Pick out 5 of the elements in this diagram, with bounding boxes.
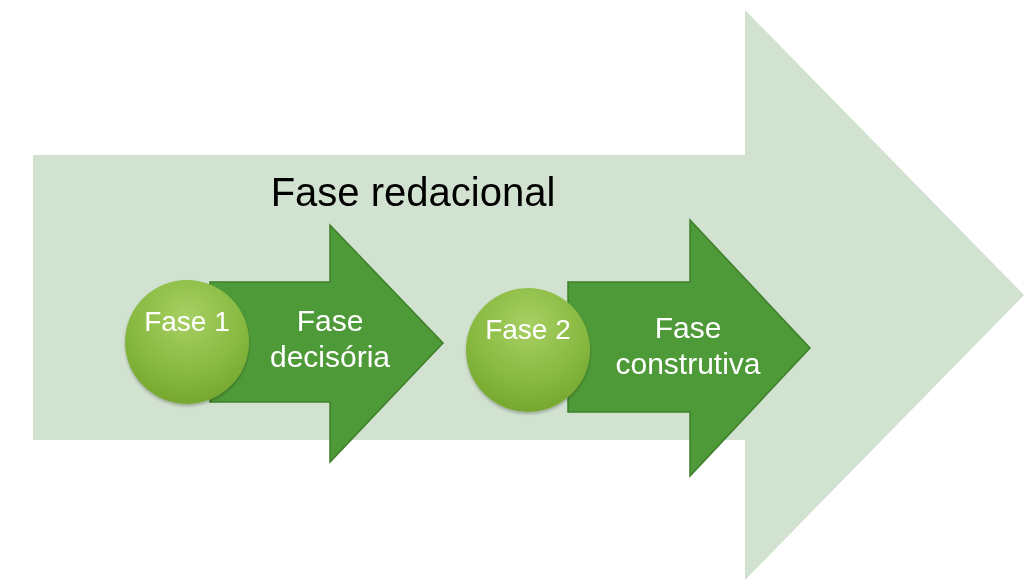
node-label: Fase 2 xyxy=(484,313,572,347)
node-label: Fase redacional xyxy=(269,169,557,216)
node-label: Fase construtiva xyxy=(614,310,762,382)
node-label: Fase decisória xyxy=(268,303,392,375)
node-label: Fase 1 xyxy=(143,305,231,339)
